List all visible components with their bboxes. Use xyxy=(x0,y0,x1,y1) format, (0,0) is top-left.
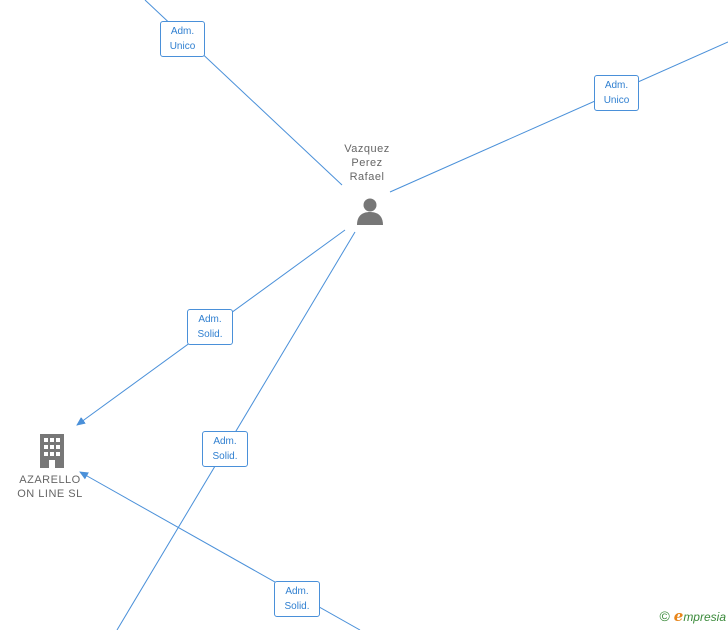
edge-line-2 xyxy=(389,41,728,193)
empresia-watermark: ©empresia xyxy=(659,607,726,625)
building-icon[interactable] xyxy=(37,433,67,469)
person-name-line-1: Vazquez xyxy=(344,143,390,155)
edge-label-2-line-1: Adm. xyxy=(604,80,629,91)
brand-initial: e xyxy=(673,607,684,625)
edge-label-2[interactable]: Adm. Unico xyxy=(594,75,639,111)
brand-text: mpresia xyxy=(683,610,726,624)
edge-label-3-line-1: Adm. xyxy=(198,314,222,325)
person-icon[interactable] xyxy=(355,197,385,227)
edge-label-1[interactable]: Adm. Unico xyxy=(160,21,205,57)
company-name-line-1: AZARELLO xyxy=(19,474,81,486)
edge-label-5-line-1: Adm. xyxy=(285,586,309,597)
person-name-line-3: Rafael xyxy=(349,171,385,183)
edge-label-4-line-1: Adm. xyxy=(213,436,237,447)
edge-label-1-line-1: Adm. xyxy=(170,26,195,37)
company-name[interactable]: AZARELLO ON LINE SL xyxy=(10,473,90,501)
company-name-line-2: ON LINE SL xyxy=(17,488,83,500)
edge-label-3-line-2: Solid. xyxy=(197,329,223,340)
edge-label-1-line-2: Unico xyxy=(169,41,196,52)
person-name[interactable]: Vazquez Perez Rafael xyxy=(332,142,402,184)
person-name-line-2: Perez xyxy=(351,157,383,169)
edge-label-4-line-2: Solid. xyxy=(212,451,238,462)
edge-label-3[interactable]: Adm. Solid. xyxy=(187,309,233,345)
edge-label-2-line-2: Unico xyxy=(603,95,630,106)
edge-label-5-line-2: Solid. xyxy=(284,601,310,612)
copyright-symbol: © xyxy=(659,608,670,624)
edge-label-4[interactable]: Adm. Solid. xyxy=(202,431,248,467)
edge-label-5[interactable]: Adm. Solid. xyxy=(274,581,320,617)
